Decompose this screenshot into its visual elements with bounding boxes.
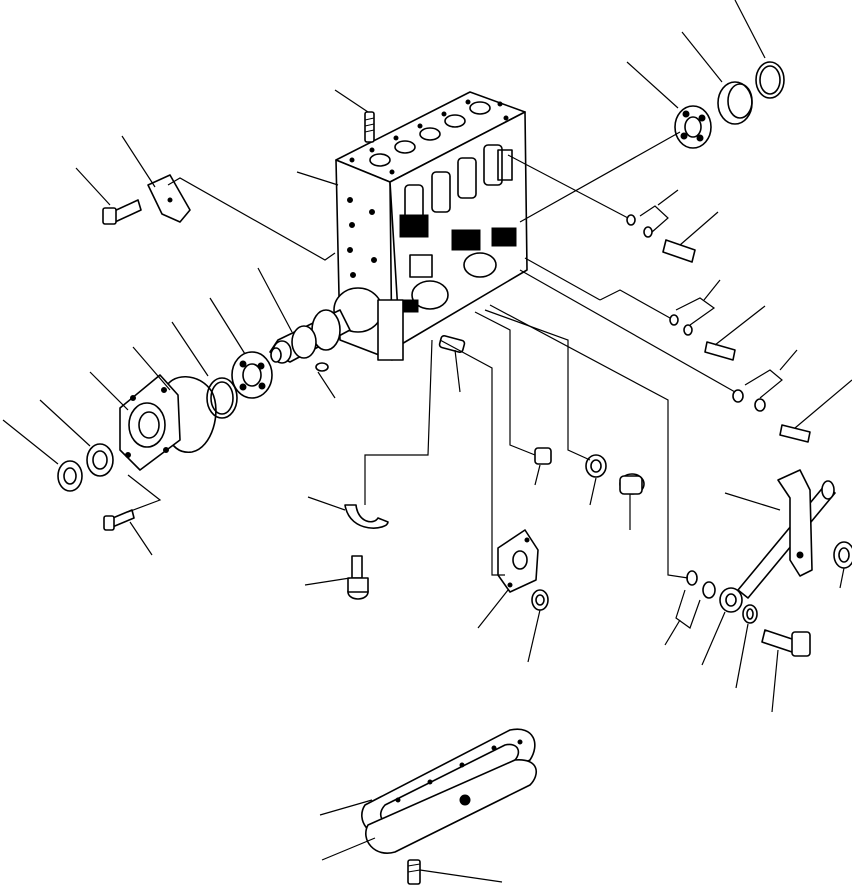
plug-1: [534, 447, 552, 465]
bearing-right: [674, 105, 712, 149]
shaft-nut: [57, 460, 83, 492]
snap-ring-left: [206, 377, 238, 419]
pump-housing: [333, 91, 528, 361]
sleeve: [833, 541, 852, 569]
side-screw-2: [704, 341, 736, 361]
flange-plate: [497, 529, 539, 593]
o-ring-set-2: [669, 314, 693, 336]
o-ring-set-4: [686, 570, 716, 599]
lever-joint: [719, 587, 743, 613]
o-ring-set-1: [626, 214, 653, 238]
bearing-left: [231, 351, 273, 399]
control-rod: [737, 469, 836, 599]
top-bolt: [364, 111, 375, 143]
washer-1: [585, 454, 607, 478]
top-face-holes: [349, 99, 509, 175]
woodruff-key: [315, 362, 329, 372]
side-screw-1: [662, 239, 696, 263]
joint-bolt: [761, 629, 811, 657]
joint-washer: [742, 604, 758, 624]
bearing-right-outer-race: [717, 81, 753, 125]
side-screw-3: [779, 424, 811, 443]
cover-bolt: [103, 509, 135, 531]
internal-plungers: [399, 144, 517, 313]
stud-bolt: [347, 555, 369, 600]
snap-ring-right: [755, 61, 785, 99]
stopper-pin: [438, 334, 466, 354]
bracket: [147, 174, 191, 223]
o-ring-set-3: [732, 389, 766, 412]
bottom-gasket: [365, 759, 538, 854]
half-washer: [344, 504, 389, 529]
camshaft: [269, 309, 351, 364]
bearing-cover: [119, 374, 181, 471]
plug-2: [619, 473, 645, 495]
bottom-bolt: [407, 859, 421, 885]
bracket-bolt: [102, 199, 142, 225]
oil-seal: [86, 443, 114, 477]
nut: [531, 589, 549, 611]
